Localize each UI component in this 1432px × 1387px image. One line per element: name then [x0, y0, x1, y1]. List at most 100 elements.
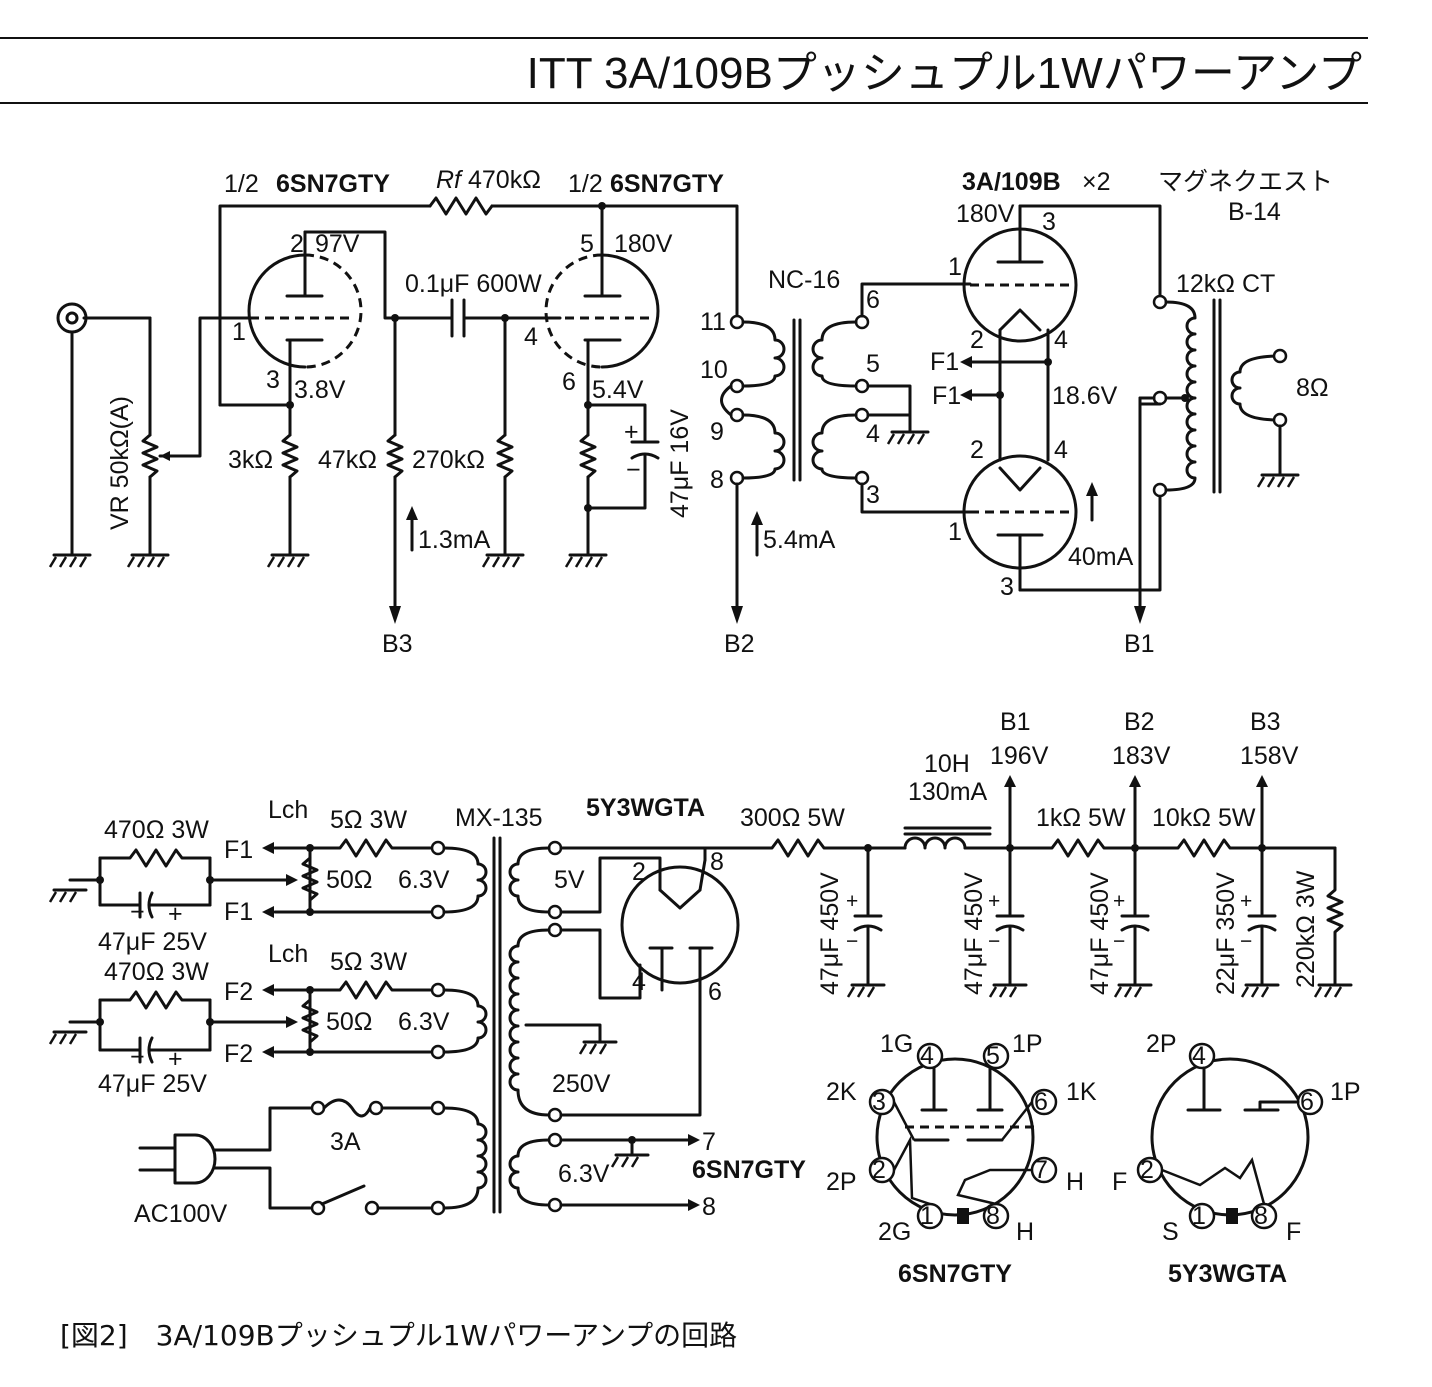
f1-top-label: F1 [224, 836, 253, 864]
cap-minus: − [626, 456, 641, 484]
basing-5y3wgta: 4 6 2 1 8 2P 1P F S F 5Y3WGTA [1112, 1030, 1361, 1288]
pin-b8: 8 [1254, 1202, 1268, 1230]
v2-name-prefix: 1/2 [568, 170, 603, 198]
mx135-label: MX-135 [455, 804, 543, 832]
v2-pin5: 5 [580, 230, 594, 258]
fuse-terminal-a [310, 1100, 326, 1116]
r5-b-label: 5Ω 3W [330, 948, 407, 976]
out-tube-name: 6SN7GTY [692, 1156, 806, 1184]
tube-v1 [247, 230, 363, 369]
choke-inductance: 10H [924, 750, 970, 778]
v1-name: 6SN7GTY [276, 170, 390, 198]
ot-secondary: 8Ω [1296, 374, 1329, 402]
nc16-label: NC-16 [768, 266, 840, 294]
b2-voltage: 183V [1112, 742, 1171, 770]
pin-b6: 6 [1300, 1088, 1314, 1116]
nc-pin5: 5 [866, 350, 880, 378]
c1-label: 47μF 450V [816, 872, 844, 995]
b1-voltage: 196V [990, 742, 1049, 770]
c4-minus: − [1240, 930, 1252, 953]
v2-plate-voltage: 180V [614, 230, 673, 258]
r10k5-label: 10kΩ 5W [1152, 804, 1256, 832]
label-b-1p: 1P [1330, 1078, 1361, 1106]
rectifier-tube [620, 858, 740, 992]
label-a-2k: 2K [826, 1078, 857, 1106]
basing-6sn7gty: 4 5 3 6 2 7 1 8 1G 1P 2K 1K 2P H 2G H 6S… [826, 1030, 1097, 1288]
figure-caption: [図2] 3A/109Bプッシュプル1Wパワーアンプの回路 [60, 1319, 737, 1352]
filter-caps [853, 846, 1344, 987]
b2-psu-label: B2 [1124, 708, 1155, 736]
pt-upper-pin2: 2 [970, 326, 984, 354]
r300-label: 300Ω 5W [740, 804, 845, 832]
pin-a8: 8 [986, 1202, 1000, 1230]
label-a-1g: 1G [880, 1030, 913, 1058]
nc-pin3: 3 [866, 481, 880, 509]
pt-upper-pin4: 4 [1054, 326, 1068, 354]
v1-plate-voltage: 97V [315, 230, 360, 258]
pin-a2: 2 [872, 1156, 886, 1184]
ground-symbols-psu [48, 888, 1353, 1168]
c-47u16-label: 47μF 16V [666, 409, 694, 518]
f2-bottom-label: F2 [224, 1040, 253, 1068]
lch-a-label: Lch [268, 796, 308, 824]
rect-pin8: 8 [710, 848, 724, 876]
pt-lower-pin4: 4 [1054, 436, 1068, 464]
nc-pin4: 4 [866, 420, 880, 448]
hv-label: 250V [552, 1070, 611, 1098]
f2-top-label: F2 [224, 978, 253, 1006]
label-b-f2: F [1286, 1218, 1301, 1246]
pt-lower-pin1: 1 [948, 518, 962, 546]
v63-a-label: 6.3V [398, 866, 450, 894]
v2-pin6: 6 [562, 368, 576, 396]
r470-b-label: 470Ω 3W [104, 958, 209, 986]
b3-voltage: 158V [1240, 742, 1299, 770]
rect-pin4: 4 [632, 968, 646, 996]
r-3k-label: 3kΩ [228, 446, 273, 474]
basing-b-name: 5Y3WGTA [1168, 1260, 1287, 1288]
ot-primary: 12kΩ CT [1176, 270, 1275, 298]
pt-upper-pin1: 1 [948, 253, 962, 281]
rf-symbol: Rf [436, 166, 464, 194]
pt-lower-pin3: 3 [1000, 573, 1014, 601]
cap-plus: + [624, 418, 639, 446]
header: ITT 3A/109Bプッシュプル1Wパワーアンプ [0, 37, 1368, 104]
c2-plus: + [988, 890, 1000, 913]
c3-plus: + [1113, 890, 1125, 913]
pin-b2: 2 [1140, 1156, 1154, 1184]
coupling-cap-label: 0.1μF 600W [405, 270, 542, 298]
label-a-2g: 2G [878, 1218, 911, 1246]
power-tube-name: 3A/109B [962, 168, 1061, 196]
r-47k-label: 47kΩ [318, 446, 377, 474]
label-a-1p: 1P [1012, 1030, 1043, 1058]
fuse-label: 3A [330, 1128, 361, 1156]
out-pin7: 7 [702, 1128, 716, 1156]
label-a-h1: H [1066, 1168, 1084, 1196]
power-tube-plate-voltage: 180V [956, 200, 1015, 228]
c3-minus: − [1113, 930, 1125, 953]
c3-label: 47μF 450V [1086, 872, 1114, 995]
c1-plus: + [846, 890, 858, 913]
c47-b-label: 47μF 25V [98, 1070, 207, 1098]
current-b2: 5.4mA [763, 526, 836, 554]
cap-minus-b: − [130, 1043, 145, 1071]
ot-model: B-14 [1228, 198, 1281, 226]
nc-pin11: 11 [700, 308, 726, 336]
v1-cathode-voltage: 3.8V [294, 376, 346, 404]
r5-a-label: 5Ω 3W [330, 806, 407, 834]
v5-label: 5V [554, 866, 585, 894]
ot-maker: マグネクエスト [1158, 168, 1333, 196]
choke-icon [903, 836, 967, 850]
output-tube-upper [962, 204, 1078, 364]
lch-b-label: Lch [268, 940, 308, 968]
v1-name-prefix: 1/2 [224, 170, 259, 198]
power-tube-count: ×2 [1082, 168, 1111, 196]
b2-label: B2 [724, 630, 755, 658]
c47-a-label: 47μF 25V [98, 928, 207, 956]
output-transformer [1152, 294, 1288, 498]
v63-b-label: 6.3V [398, 1008, 450, 1036]
rect-pin2: 2 [632, 858, 646, 886]
power-supply-circuit: 470Ω 3W − + 47μF 25V Lch F1 F1 5Ω 3W 50Ω… [48, 708, 1353, 1228]
f1-lower-label: F1 [932, 382, 961, 410]
